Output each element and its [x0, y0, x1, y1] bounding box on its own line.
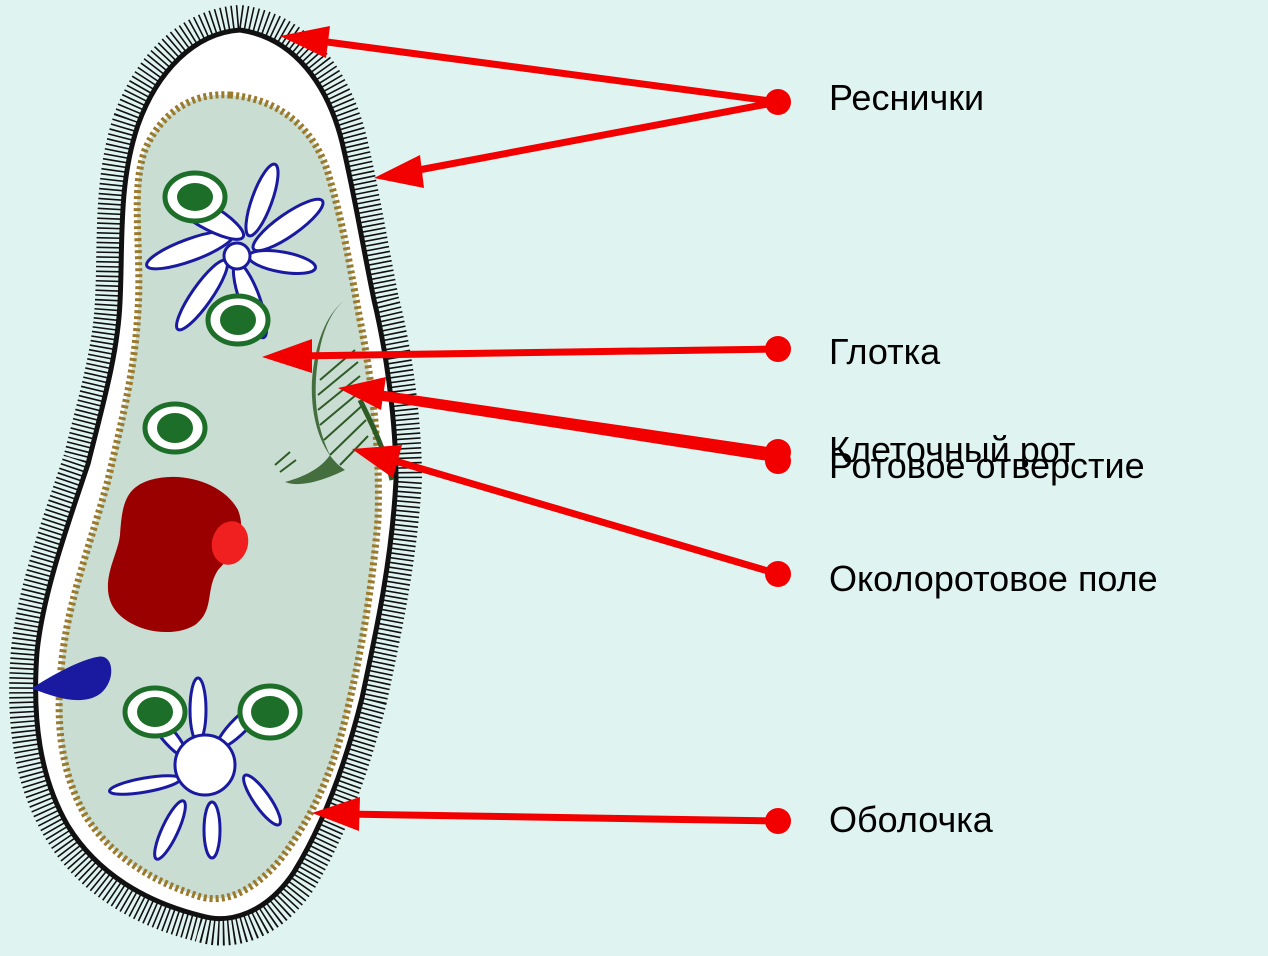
food-vacuole: [240, 686, 300, 738]
pointer-dot-pellicle: [765, 808, 791, 834]
label-pellicle: Оболочка: [829, 802, 993, 838]
pointer-dot-cilia: [765, 89, 791, 115]
food-vacuole: [165, 173, 225, 221]
label-oral-opening: Ротовое отверстие: [829, 448, 1145, 484]
pointer-oral-opening: [368, 395, 778, 459]
pointer-cilia-side: [374, 102, 778, 188]
pointer-dot-pharynx: [765, 336, 791, 362]
food-vacuole: [125, 688, 185, 736]
pointer-dot-oral-opening: [765, 448, 791, 474]
label-pharynx: Глотка: [829, 334, 940, 370]
label-cilia: Реснички: [829, 80, 984, 116]
pointer-peristome: [352, 445, 778, 574]
label-peristome: Околоротовое поле: [829, 561, 1158, 597]
pointer-dot-peristome: [765, 561, 791, 587]
pointer-pellicle: [312, 797, 778, 831]
pointer-cilia-top: [280, 26, 778, 102]
food-vacuole: [208, 296, 268, 344]
food-vacuole: [145, 404, 205, 452]
